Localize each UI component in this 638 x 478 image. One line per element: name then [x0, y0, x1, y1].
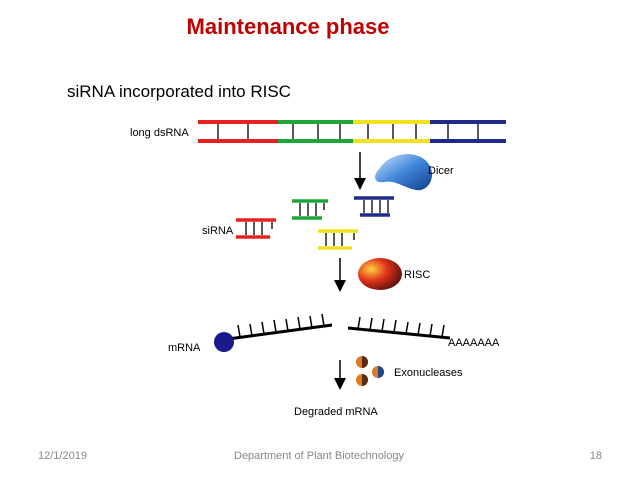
long-dsrna-yellow-segment — [353, 120, 430, 143]
mrna-right-fragment — [347, 316, 451, 340]
long-dsrna-green-segment — [278, 120, 353, 143]
mrna-left-fragment — [227, 313, 333, 341]
footer-date: 12/1/2019 — [38, 450, 87, 462]
exonucleases-label: Exonucleases — [394, 367, 463, 379]
slide-title: Maintenance phase — [186, 14, 390, 39]
bullet-text: siRNA incorporated into RISC — [67, 82, 291, 101]
rnai-diagram-svg: long dsRNA — [130, 120, 506, 418]
mrna-label: mRNA — [168, 342, 201, 354]
long-dsrna-red-segment — [198, 120, 278, 143]
poly-a-label: AAAAAAA — [448, 337, 500, 349]
long-dsrna-label: long dsRNA — [130, 127, 189, 139]
exonuclease-icons — [356, 356, 384, 386]
arrow-down-icon-1 — [354, 152, 366, 190]
long-dsrna — [198, 120, 506, 143]
mrna-cap-icon — [214, 332, 234, 352]
long-dsrna-blue-segment — [430, 120, 506, 143]
degraded-mrna-label: Degraded mRNA — [294, 406, 378, 418]
dicer-label: Dicer — [428, 165, 454, 177]
footer-department: Department of Plant Biotechnology — [234, 450, 404, 462]
sirna-yellow — [318, 229, 358, 250]
sirna-blue — [354, 196, 394, 217]
sirna-red — [236, 218, 276, 239]
risc-label: RISC — [404, 269, 430, 281]
dicer-icon — [375, 154, 433, 191]
arrow-down-icon-3 — [334, 360, 346, 390]
sirna-green — [292, 199, 328, 220]
rnai-diagram: long dsRNA — [128, 110, 508, 420]
sirna-label: siRNA — [202, 225, 234, 237]
risc-icon — [358, 258, 402, 290]
footer-page-number: 18 — [589, 450, 602, 462]
arrow-down-icon-2 — [334, 258, 346, 292]
